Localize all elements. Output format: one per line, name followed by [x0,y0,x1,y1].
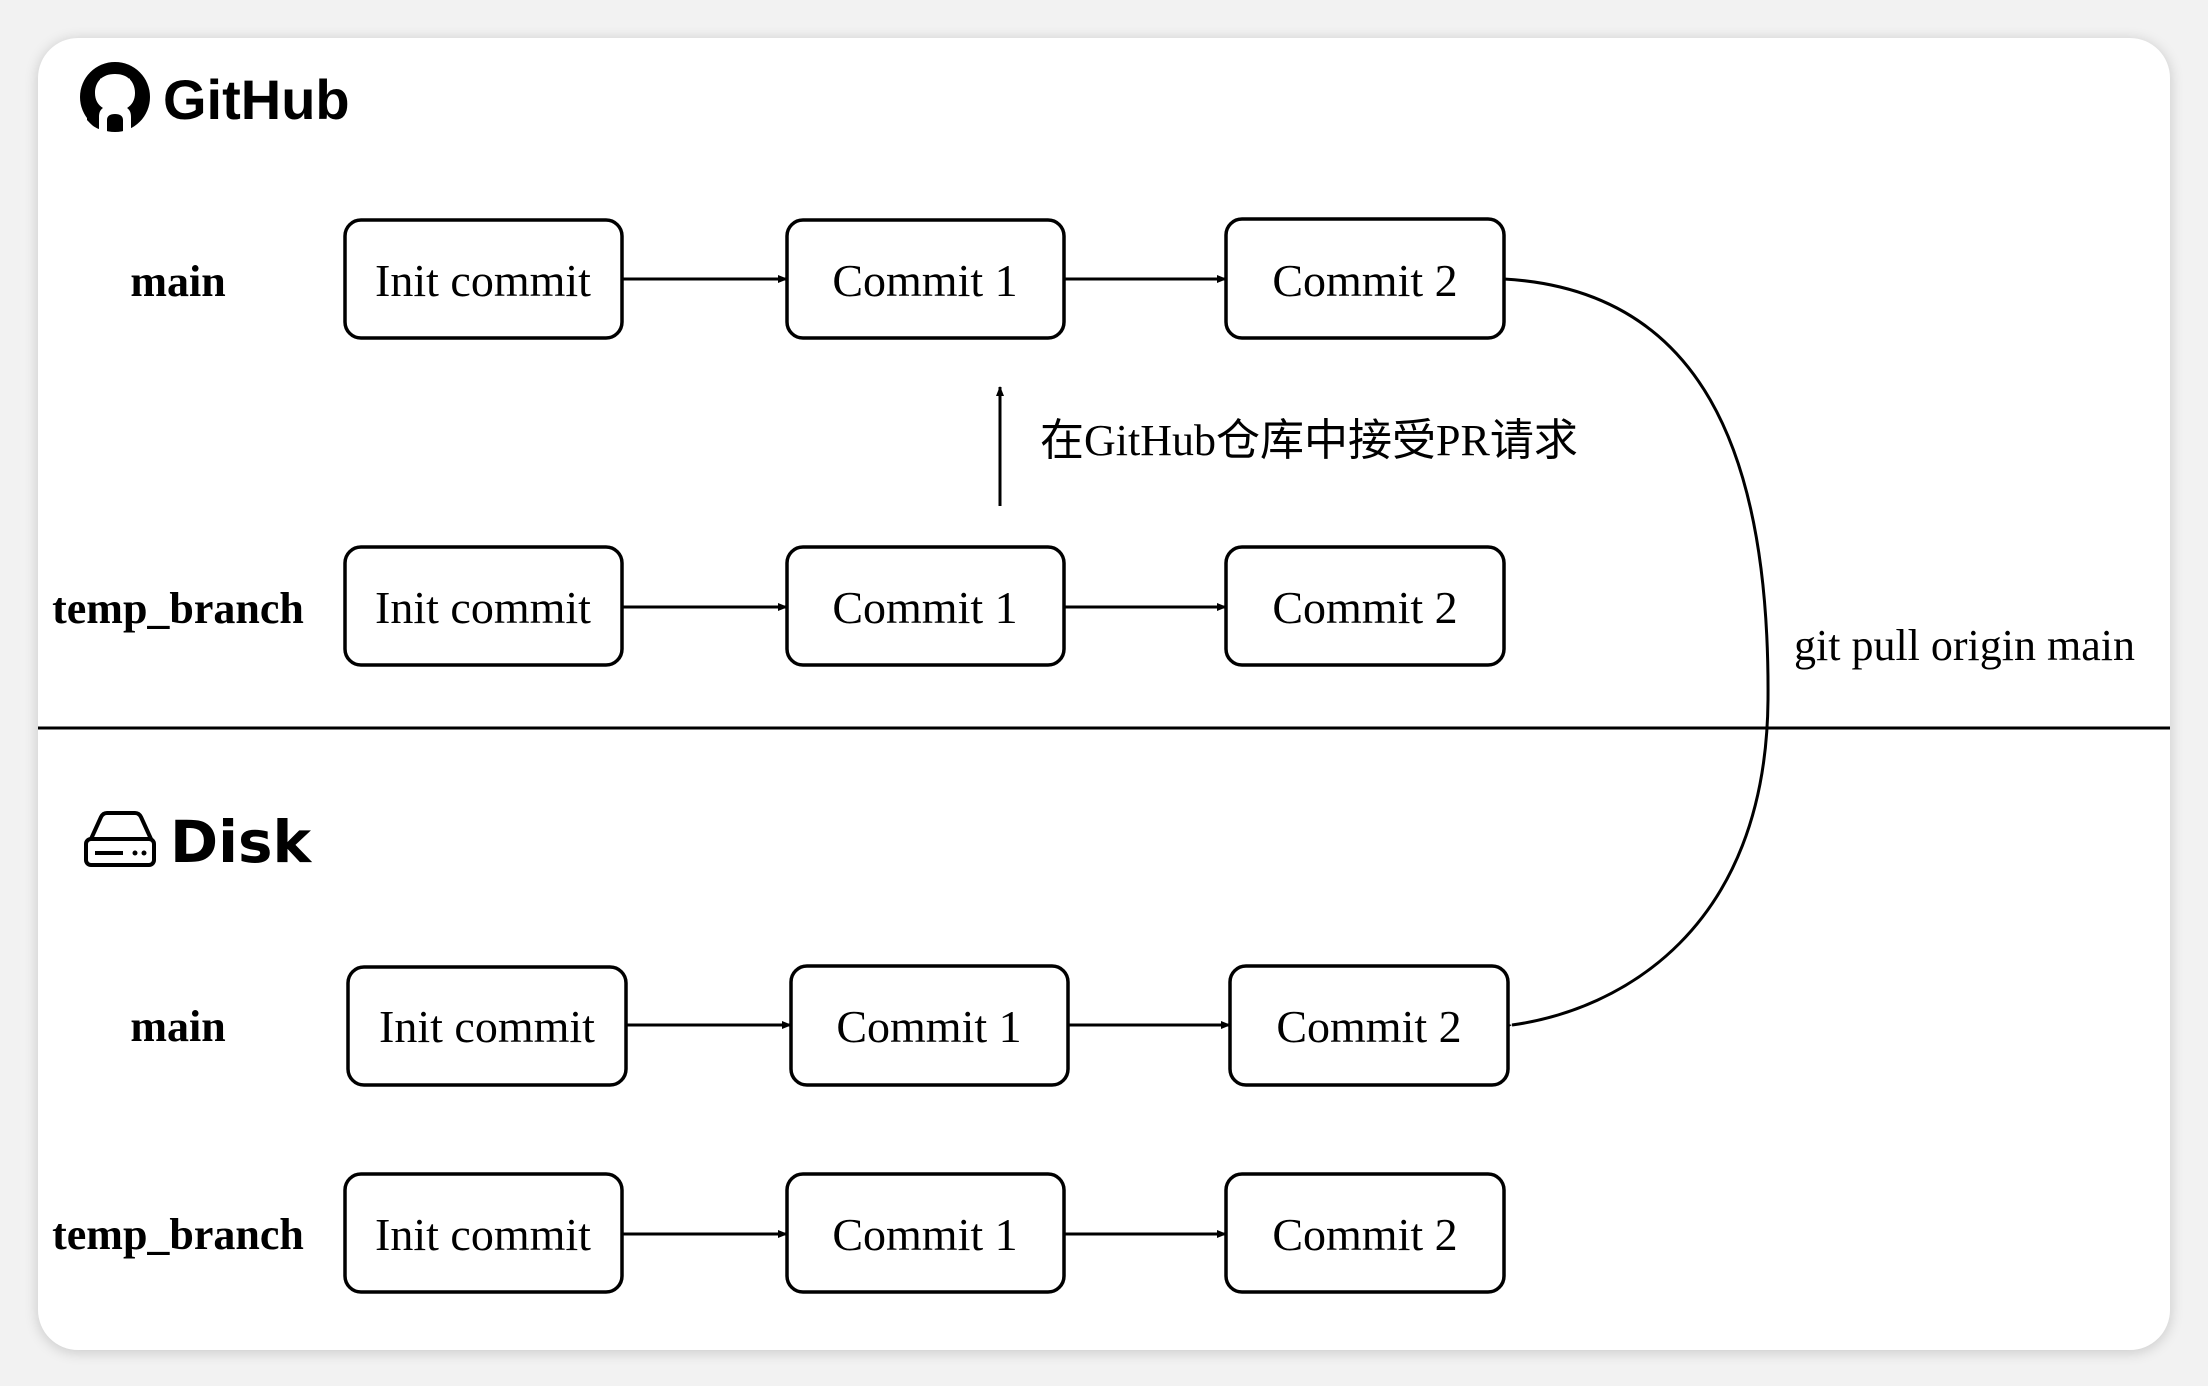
commit-label: Commit 1 [832,1209,1017,1260]
branch-label: temp_branch [52,1210,304,1259]
commit-label: Commit 2 [1276,1001,1461,1052]
github-temp-branch-row: temp_branch Init commit Commit 1 Commit … [52,545,1506,667]
git-pull-arrow [1495,277,1770,1035]
disk-title: Disk [170,808,313,876]
commit-label: Init commit [379,1001,595,1052]
disk-main-row: main Init commit Commit 1 Commit 2 [130,964,1510,1087]
commit-label: Commit 1 [836,1001,1021,1052]
github-main-row: main Init commit Commit 1 Commit 2 [130,217,1506,340]
disk-header: Disk [84,808,313,876]
branch-label: temp_branch [52,584,304,633]
github-logo: GitHub [80,62,350,132]
git-pull-note: git pull origin main [1794,621,2135,670]
commit-label: Commit 2 [1272,1209,1457,1260]
commit-label: Commit 2 [1272,255,1457,306]
merge-pr-note: 在GitHub仓库中接受PR请求 [1040,416,1578,465]
commit-label: Commit 1 [832,582,1017,633]
hard-drive-icon [84,811,156,867]
commit-label: Init commit [375,582,591,633]
disk-temp-branch-row: temp_branch Init commit Commit 1 Commit … [52,1172,1506,1294]
commit-label: Commit 1 [832,255,1017,306]
branch-label: main [130,257,225,306]
branch-label: main [130,1002,225,1051]
github-octocat-icon [80,62,150,132]
github-logo-text: GitHub [163,68,350,131]
commit-label: Commit 2 [1272,582,1457,633]
commit-label: Init commit [375,1209,591,1260]
commit-label: Init commit [375,255,591,306]
